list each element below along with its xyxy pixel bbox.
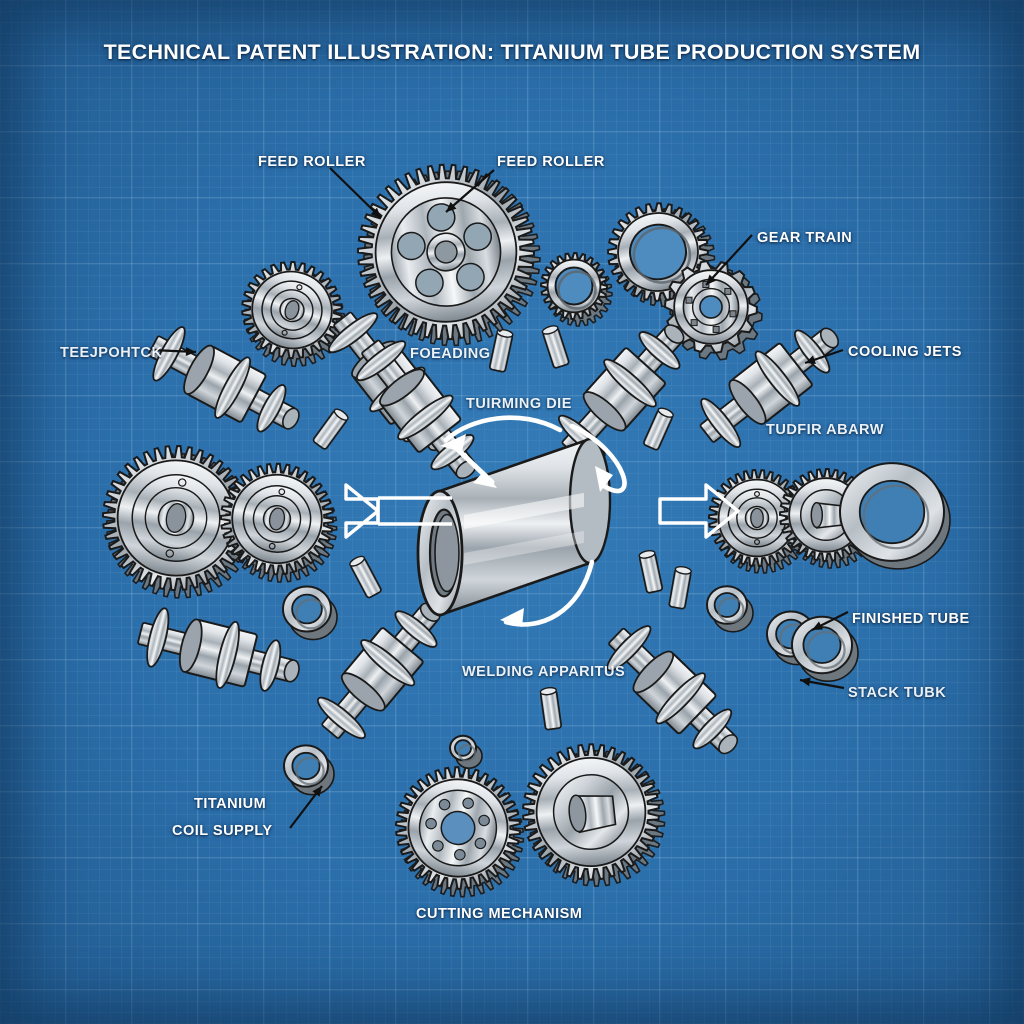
flow-arrow	[658, 483, 740, 539]
ring-ring-bearing-low	[283, 744, 335, 796]
ring-ring-tiny-center	[449, 734, 483, 770]
gear-gear-cut-b	[522, 743, 666, 887]
label-tension-roller: TEEJPOHTCK	[60, 345, 163, 361]
pin-pin-f	[668, 565, 692, 610]
label-forming-feed: FOEADING	[410, 346, 491, 362]
pin-pin-c	[349, 555, 382, 599]
label-gear-train: GEAR TRAIN	[757, 230, 853, 246]
leader-feed-roller-left	[329, 167, 382, 219]
roller-roller-weld-left	[316, 602, 441, 740]
label-stack-tube: STACK TUBK	[848, 685, 947, 701]
pin-pin-a	[488, 328, 514, 373]
label-feed-roller-right: FEED ROLLER	[497, 154, 605, 170]
flow-arrow	[344, 483, 380, 539]
pin-pin-h	[312, 408, 349, 450]
flow-arrow-cycle	[440, 415, 563, 452]
label-tube-anneal: TUDFIR ABARW	[766, 422, 884, 438]
roller-roller-cooling-jet	[699, 327, 839, 448]
gear-gear-left-big-b	[220, 462, 338, 583]
flow-arrow-cycle	[569, 423, 627, 494]
label-finished-tube: FINISHED TUBE	[852, 611, 970, 627]
ring-ring-stack-b	[791, 615, 859, 682]
label-welding-apparatus: WELDING APPARITUS	[462, 664, 626, 680]
label-turning-die: TUIRMING DIE	[466, 396, 572, 412]
label-titanium-coil-1: TITANIUM	[194, 796, 267, 812]
gear-gear-upper-left	[241, 260, 346, 368]
gear-gear-feed-large	[356, 163, 541, 347]
ring-ring-bearing	[282, 585, 338, 641]
label-cutting-mechanism: CUTTING MECHANISM	[416, 906, 583, 922]
gear-gear-left-big-a	[102, 444, 254, 599]
flow-arrow-cycle	[500, 559, 595, 627]
ring-ring-finished-tube	[839, 462, 951, 570]
gear-gear-right-a	[707, 468, 811, 574]
label-titanium-coil-2: COIL SUPPLY	[172, 823, 273, 839]
roller-roller-coil-supply	[137, 607, 300, 692]
leader-gear-train	[705, 234, 753, 286]
page-title: TECHNICAL PATENT ILLUSTRATION: TITANIUM …	[103, 40, 921, 65]
gear-gear-cut-a	[394, 766, 525, 898]
leader-feed-roller-right	[445, 169, 495, 213]
pin-pin-g	[539, 686, 563, 731]
gear-gear-ring-small	[539, 251, 613, 327]
roller-roller-weld-right	[606, 625, 739, 755]
ring-ring-small-mid	[706, 585, 754, 633]
label-feed-roller-left: FEED ROLLER	[258, 154, 366, 170]
gear-gear-train-hub	[663, 260, 763, 361]
pin-pin-b	[541, 325, 570, 369]
pin-pin-d	[643, 407, 674, 451]
pin-pin-e	[638, 549, 664, 594]
label-cooling-jets: COOLING JETS	[848, 344, 962, 360]
roller-roller-tension	[147, 326, 300, 433]
flow-arrow-inlet	[376, 496, 452, 526]
